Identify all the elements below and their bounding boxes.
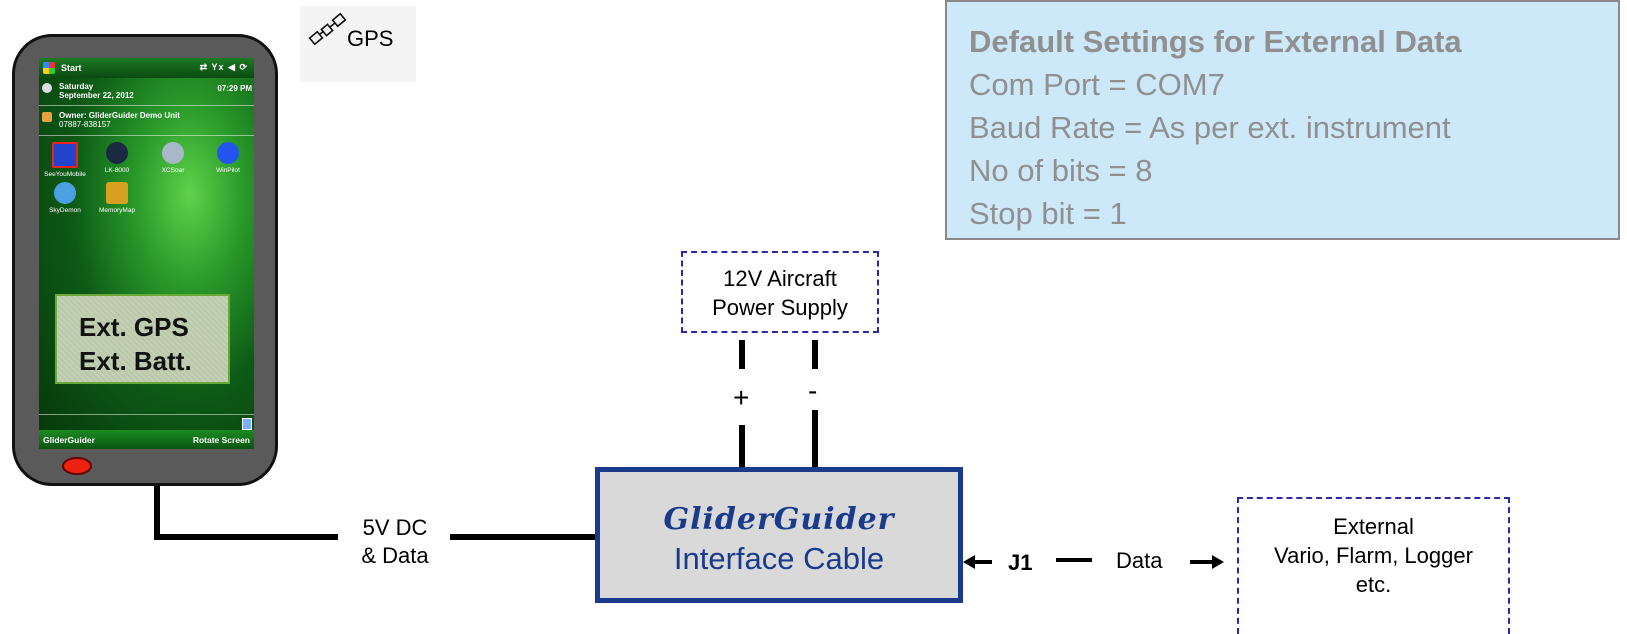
softkey-right[interactable]: Rotate Screen (192, 435, 250, 445)
arrow-left-icon (963, 555, 975, 569)
external-line2: Vario, Flarm, Logger (1274, 543, 1473, 568)
seeyoumobile-icon (52, 142, 78, 168)
arrow-right-icon (1212, 555, 1224, 569)
wire-phone (154, 486, 338, 540)
settings-title: Default Settings for External Data (969, 24, 1462, 59)
interface-name: Interface Cable (673, 541, 885, 576)
ext-gps-label: Ext. GPS (79, 312, 189, 342)
settings-bits: No of bits = 8 (969, 153, 1153, 188)
time: 07:29 PM (217, 84, 252, 93)
interface-brand: GliderGuider (663, 502, 895, 537)
divider (39, 414, 254, 415)
satellite-icon (308, 12, 347, 46)
divider (39, 135, 254, 136)
skydemon-icon (54, 182, 76, 204)
home-button[interactable] (62, 457, 92, 475)
power-supply-box: 12V Aircraft Power Supply (681, 251, 879, 333)
clock-icon (42, 83, 52, 93)
softkey-bar: GliderGuider Rotate Screen (39, 430, 254, 449)
cable-label-line2: & Data (361, 543, 429, 568)
app-label: MemoryMap (98, 207, 136, 214)
xcsoar-icon (162, 142, 184, 164)
owner-icon (42, 112, 52, 122)
status-icons: ⇄ Yx ◀ ⟳ (199, 62, 248, 72)
gps-label: GPS (347, 26, 394, 51)
cable-label: 5V DC & Data (350, 514, 440, 570)
data-label: Data (1116, 548, 1163, 573)
interface-cable-box: GliderGuider Interface Cable (595, 467, 963, 603)
app-winpilot[interactable]: WinPilot (205, 142, 251, 174)
ext-batt-label: Ext. Batt. (79, 346, 192, 376)
date-full: September 22, 2012 (59, 91, 134, 100)
power-supply-line2: Power Supply (712, 295, 848, 320)
date-day: Saturday (59, 82, 94, 91)
default-settings-box: Default Settings for External Data Com P… (945, 0, 1620, 240)
app-label: SkyDemon (49, 207, 81, 214)
app-skydemon[interactable]: SkyDemon (42, 182, 88, 214)
app-label: WinPilot (216, 167, 240, 174)
app-label: LK-8000 (104, 167, 130, 174)
phone-number: 07887-838157 (59, 120, 111, 129)
owner-line: Owner: GliderGuider Demo Unit (59, 111, 180, 120)
app-label: XCSoar (161, 167, 185, 174)
external-line3: etc. (1355, 572, 1392, 597)
app-label: SeeYouMobile (44, 171, 86, 178)
cable-label-line1: 5V DC (362, 515, 428, 540)
external-device-box: External Vario, Flarm, Logger etc. (1237, 497, 1510, 634)
minus-label: - (808, 375, 818, 406)
settings-stop-bit: Stop bit = 1 (969, 196, 1127, 231)
status-bar: Start ⇄ Yx ◀ ⟳ (39, 58, 254, 78)
divider (39, 105, 254, 106)
app-lk8000[interactable]: LK-8000 (94, 142, 140, 174)
softkey-left[interactable]: GliderGuider (43, 435, 95, 445)
plus-label: + (733, 382, 750, 413)
pda-screen: Start ⇄ Yx ◀ ⟳ Saturday September 22, 20… (39, 58, 254, 449)
settings-com-port: Com Port = COM7 (969, 67, 1225, 102)
ext-gps-batt-box: Ext. GPS Ext. Batt. (55, 294, 230, 384)
memorymap-icon (106, 182, 128, 204)
connector-label: J1 (1008, 550, 1033, 575)
app-xcsoar[interactable]: XCSoar (150, 142, 196, 174)
app-memorymap[interactable]: MemoryMap (94, 182, 140, 214)
lk8000-icon (106, 142, 128, 164)
external-line1: External (1333, 514, 1414, 539)
keyboard-icon[interactable] (242, 418, 252, 430)
app-seeyoumobile[interactable]: SeeYouMobile (42, 142, 88, 178)
gps-label-bg (300, 6, 416, 82)
power-supply-line1: 12V Aircraft (723, 266, 837, 291)
windows-start-icon[interactable] (43, 62, 55, 74)
winpilot-icon (217, 142, 239, 164)
settings-baud-rate: Baud Rate = As per ext. instrument (969, 110, 1451, 145)
start-label[interactable]: Start (61, 63, 82, 73)
